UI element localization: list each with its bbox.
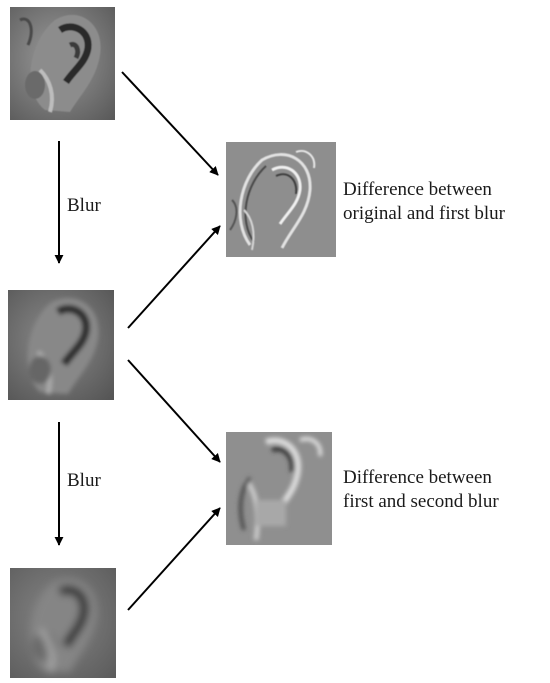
difference-image-1 [226, 142, 336, 257]
arrow-original-to-difference-1 [121, 71, 219, 176]
blur-label-1: Blur [67, 195, 101, 216]
arrow-first-blur-to-difference-1 [127, 225, 221, 329]
difference-2-caption-line-2: first and second blur [343, 491, 499, 512]
arrow-second-blur-to-difference-2 [127, 507, 221, 611]
flow-arrows [54, 71, 221, 611]
arrow-first-blur-to-difference-2 [127, 359, 221, 463]
blur-label-2: Blur [67, 470, 101, 491]
difference-2-caption-line-1: Difference between [343, 467, 492, 488]
difference-1-caption-line-2: original and first blur [343, 203, 506, 224]
difference-image-2 [226, 432, 332, 545]
original-ear-image [10, 7, 115, 120]
first-blur-ear-image [8, 290, 114, 400]
second-blur-ear-image [10, 568, 116, 678]
difference-1-caption-line-1: Difference between [343, 179, 492, 200]
